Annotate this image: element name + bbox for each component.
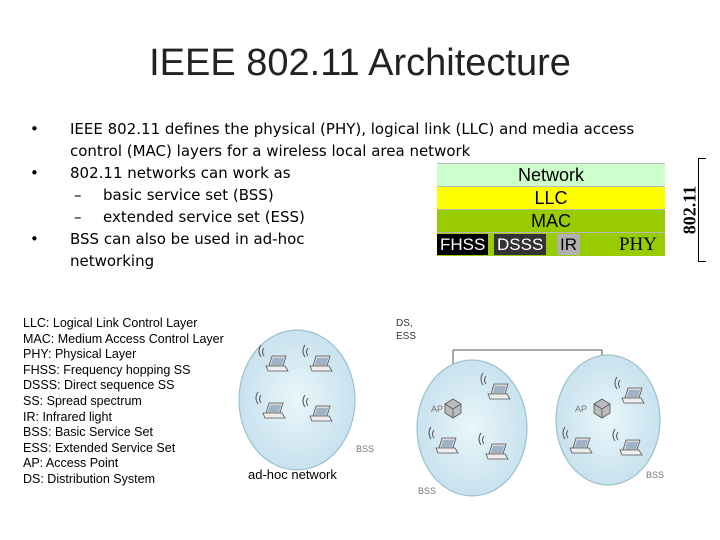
ap-label: AP <box>431 404 443 414</box>
bullet-text: IEEE 802.11 defines the physical (PHY), … <box>70 120 635 138</box>
phy-ir: IR <box>557 234 580 255</box>
legend-item: MAC: Medium Access Control Layer <box>23 331 224 346</box>
bss-cell-right: AP BSS <box>555 354 664 486</box>
ap-label: AP <box>575 404 587 414</box>
abbreviation-legend: LLC: Logical Link Control Layer MAC: Med… <box>23 316 224 488</box>
layer-phy: FHSS DSSS IR PHY <box>437 232 665 256</box>
legend-item: DSSS: Direct sequence SS <box>23 378 175 393</box>
bullet-item: 802.11 networks can work as <box>30 162 650 184</box>
bullet-text: 802.11 networks can work as <box>70 164 291 182</box>
legend-item: BSS: Basic Service Set <box>23 425 153 440</box>
legend-item: ESS: Extended Service Set <box>23 440 176 455</box>
legend-item: SS: Spread spectrum <box>23 393 142 408</box>
adhoc-network-label: ad-hoc network <box>248 467 337 482</box>
legend-item: AP: Access Point <box>23 456 119 471</box>
adhoc-cell: BSS <box>238 329 374 471</box>
layer-mac: MAC <box>437 209 665 232</box>
layer-llc: LLC <box>437 186 665 209</box>
legend-item: IR: Infrared light <box>23 409 112 424</box>
bss-label: BSS <box>646 470 664 480</box>
legend-item: LLC: Logical Link Control Layer <box>23 316 198 330</box>
bullet-list: IEEE 802.11 defines the physical (PHY), … <box>30 118 650 272</box>
bullet-text: control (MAC) layers for a wireless loca… <box>70 142 471 160</box>
network-diagram: BSS ad-hoc network DS, ESS AP BSS AP BSS <box>238 318 664 497</box>
phy-label: PHY <box>618 234 657 255</box>
bullet-item: IEEE 802.11 defines the physical (PHY), … <box>30 118 650 162</box>
stack-bracket <box>698 158 706 262</box>
phy-fhss: FHSS <box>437 234 489 255</box>
bullet-item: BSS can also be used in ad-hoc networkin… <box>30 228 650 272</box>
bss-cell-left: AP BSS <box>416 359 528 497</box>
bullet-text: networking <box>70 252 155 270</box>
ess-label: ESS <box>396 331 416 342</box>
phy-dsss: DSSS <box>494 234 547 255</box>
legend-item: DS: Distribution System <box>23 471 155 486</box>
bss-label: BSS <box>418 486 436 496</box>
legend-item: PHY: Physical Layer <box>23 347 137 362</box>
ds-label: DS, <box>396 318 413 329</box>
sub-bullet-item: extended service set (ESS) <box>30 206 650 228</box>
page-title: IEEE 802.11 Architecture <box>149 42 571 84</box>
layer-network: Network <box>437 163 665 186</box>
legend-item: FHSS: Frequency hopping SS <box>23 362 191 377</box>
protocol-stack: Network LLC MAC FHSS DSSS IR PHY <box>437 163 665 256</box>
bullet-text: BSS can also be used in ad-hoc <box>70 230 305 248</box>
sub-bullet-item: basic service set (BSS) <box>30 184 650 206</box>
bss-label: BSS <box>356 444 374 454</box>
